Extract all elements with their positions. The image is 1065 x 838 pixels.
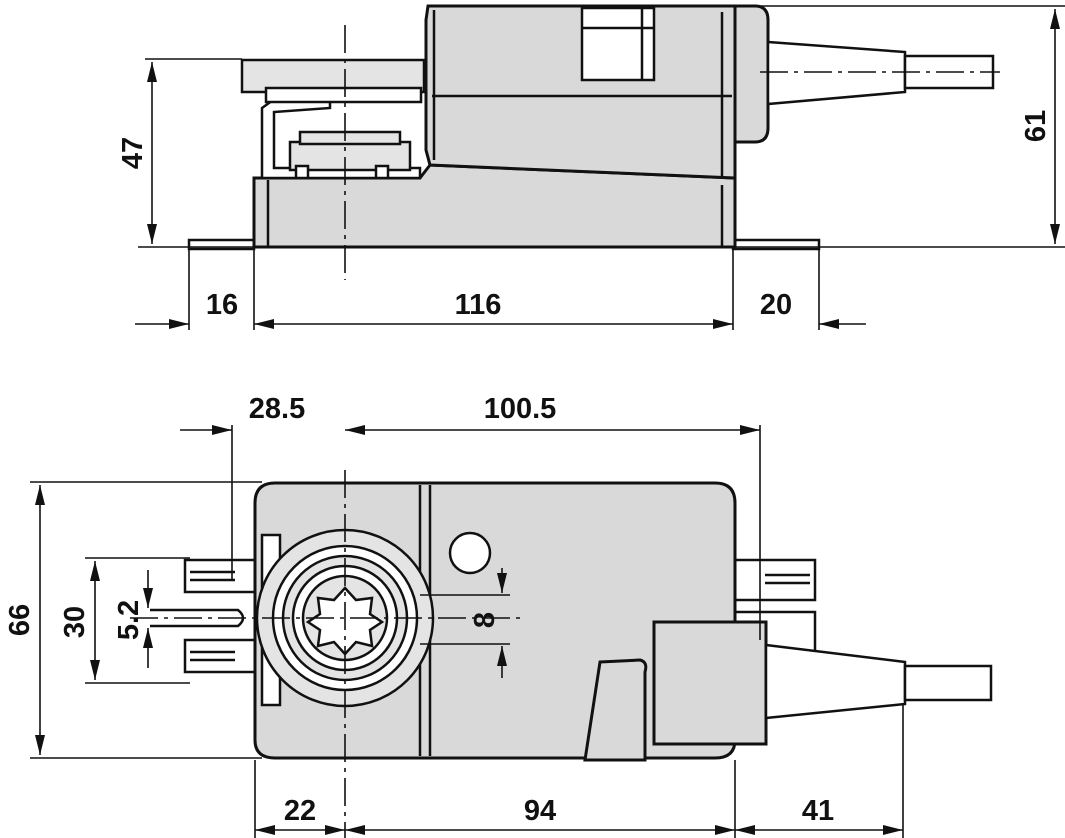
cable-gland-top [764, 643, 907, 720]
cable-top [903, 664, 993, 702]
cable-gland-block [652, 620, 768, 746]
dim-30: 30 [59, 606, 91, 638]
dim-41: 41 [802, 795, 834, 827]
dim-61: 61 [1020, 110, 1052, 142]
dim-116: 116 [455, 289, 502, 321]
release-lever [583, 658, 648, 762]
upper-housing [424, 4, 737, 180]
dim-100-5: 100.5 [484, 393, 557, 425]
dim-5-2: 5.2 [113, 600, 145, 640]
dim-47: 47 [117, 137, 149, 169]
dim-28-5: 28.5 [249, 393, 305, 425]
cable-gland [766, 40, 907, 106]
top-plate [240, 58, 426, 94]
dim-66: 66 [4, 604, 36, 636]
dim-16: 16 [206, 289, 238, 321]
dim-22: 22 [284, 795, 316, 827]
side-view: 47 61 16 116 20 [117, 4, 1065, 330]
top-view: 28.5 100.5 66 30 5.2 8 22 94 41 [4, 393, 993, 838]
dim-8: 8 [469, 612, 501, 628]
position-indicator [448, 531, 492, 575]
mount-tab-bottom-left [183, 638, 257, 674]
cable-gland-housing [733, 4, 770, 144]
dim-20: 20 [760, 289, 792, 321]
mount-tab-top-right [733, 558, 817, 602]
mount-tab-top-left [183, 558, 257, 594]
dim-94: 94 [524, 795, 556, 827]
